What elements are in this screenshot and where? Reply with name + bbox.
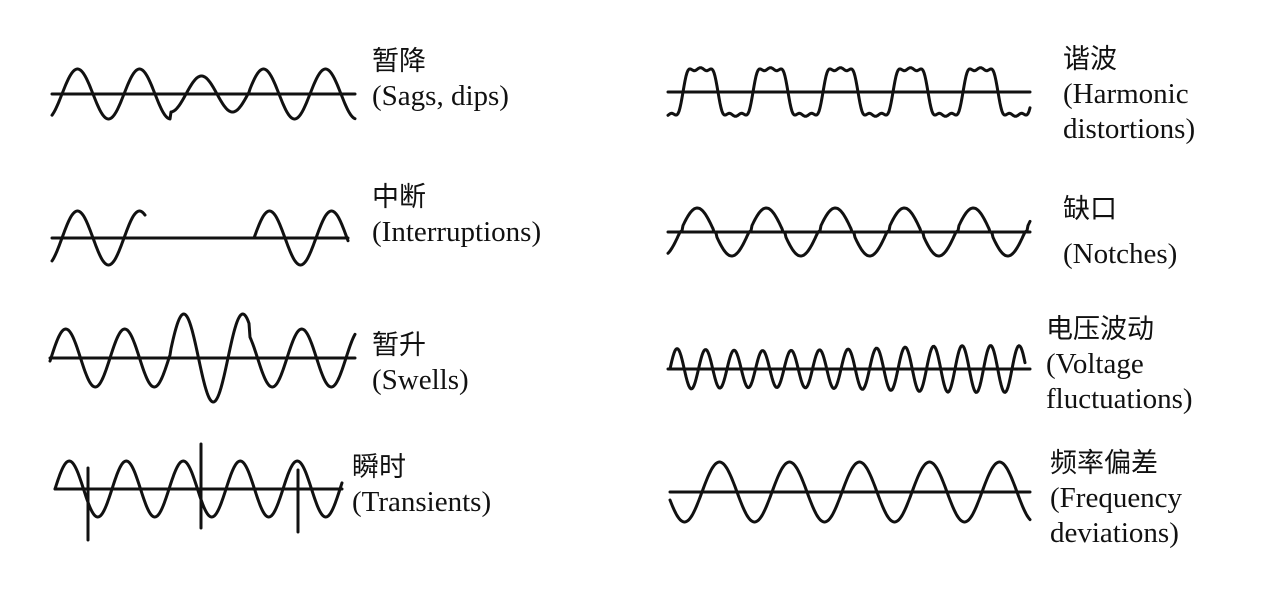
sags-label: 暂降 (Sags, dips): [372, 44, 509, 114]
frequency-deviations-label-en-1: (Frequency: [1050, 482, 1183, 514]
harmonics-label-en-1: (Harmonic: [1063, 78, 1189, 110]
harmonics-label-zh: 谐波: [1063, 44, 1117, 75]
frequency-deviations-label-en-2: deviations): [1050, 517, 1179, 549]
swells-label-en: (Swells): [372, 364, 469, 396]
interruptions-label-zh: 中断: [372, 182, 426, 213]
notches-wave: [666, 206, 1032, 258]
notches-waveform: [666, 206, 1032, 258]
transients-waveform: [53, 442, 344, 542]
interruptions-waveform: [50, 209, 350, 267]
interruptions-label-en: (Interruptions): [372, 216, 542, 248]
swells-wave: [48, 312, 357, 404]
voltage-fluctuations-label-en-2: fluctuations): [1046, 383, 1193, 415]
interruptions-wave: [50, 209, 350, 267]
sags-wave: [50, 67, 357, 121]
harmonics-label-en-2: distortions): [1063, 113, 1196, 145]
frequency-deviations-label: 频率偏差 (Frequency deviations): [1050, 446, 1182, 551]
notches-label-zh: 缺口: [1063, 194, 1117, 225]
voltage-fluctuations-wave: [668, 344, 1027, 394]
swells-label-zh: 暂升: [372, 330, 426, 361]
harmonics-waveform: [666, 66, 1032, 118]
frequency-deviations-label-zh: 频率偏差: [1050, 448, 1158, 479]
harmonics-label: 谐波 (Harmonic distortions): [1063, 42, 1195, 147]
transients-label-en: (Transients): [352, 486, 492, 518]
sags-label-en: (Sags, dips): [372, 80, 509, 112]
voltage-fluctuations-label: 电压波动 (Voltage fluctuations): [1046, 312, 1193, 417]
voltage-fluctuations-label-zh: 电压波动: [1046, 314, 1154, 345]
harmonics-wave: [666, 66, 1032, 118]
frequency-deviations-waveform: [668, 460, 1032, 524]
transients-wave: [53, 459, 344, 519]
sags-waveform: [50, 67, 357, 121]
frequency-deviations-wave: [668, 460, 1032, 524]
voltage-fluctuations-waveform: [666, 344, 1032, 394]
sags-label-zh: 暂降: [372, 46, 426, 77]
notches-label-en: (Notches): [1063, 238, 1178, 270]
notches-label: 缺口 (Notches): [1063, 192, 1177, 272]
swells-waveform: [48, 312, 357, 404]
voltage-fluctuations-label-en-1: (Voltage: [1046, 348, 1144, 380]
swells-label: 暂升 (Swells): [372, 328, 469, 398]
transients-label-zh: 瞬时: [352, 452, 406, 483]
interruptions-label: 中断 (Interruptions): [372, 180, 541, 250]
transients-label: 瞬时 (Transients): [352, 450, 491, 520]
